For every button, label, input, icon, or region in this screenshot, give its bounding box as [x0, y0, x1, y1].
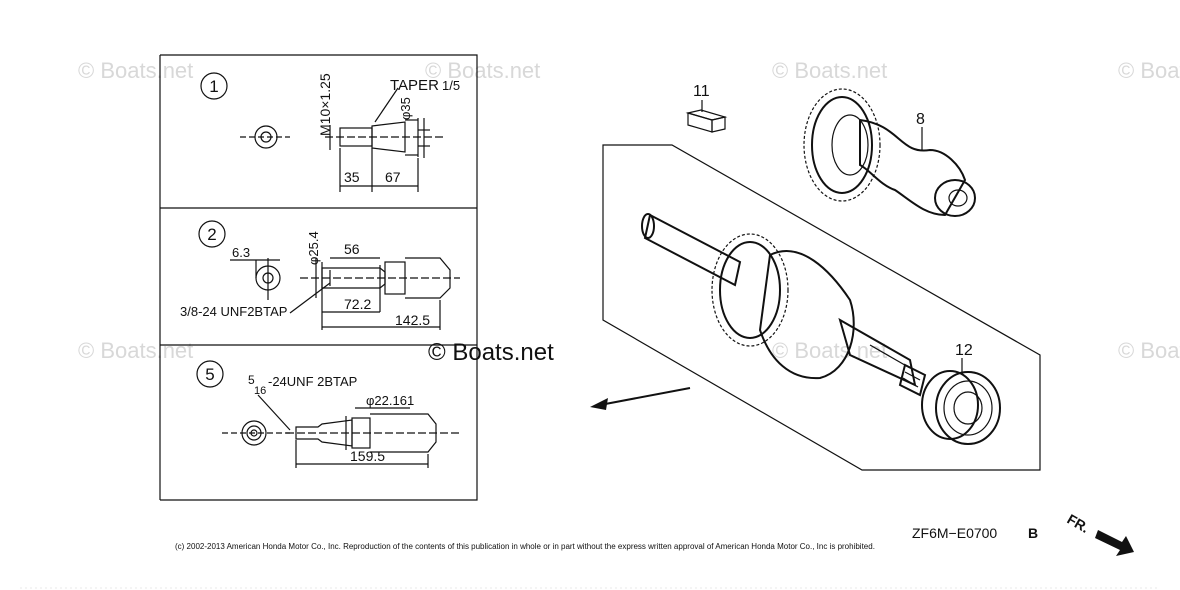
- panel-1: 1 M10×1.25 TAPER 1/5 φ35 35 67: [200, 72, 460, 192]
- dim-label: 72.2: [344, 296, 371, 312]
- crankshaft: [641, 213, 927, 397]
- thread-label: M10×1.25: [317, 73, 333, 136]
- watermark: © Boats.net: [78, 338, 193, 363]
- diameter-label: φ35: [398, 97, 413, 120]
- callout-number: 11: [693, 83, 710, 100]
- variant-panels: [159, 54, 478, 501]
- copyright-notice: (c) 2002-2013 American Honda Motor Co., …: [175, 542, 875, 551]
- fr-arrow-icon: [1095, 530, 1134, 556]
- panel-number-circle: [196, 360, 224, 388]
- dim-label: 6.3: [232, 245, 250, 260]
- dim-label: 56: [344, 241, 360, 257]
- dim-label: 159.5: [350, 448, 385, 464]
- panel-number: 1: [209, 77, 218, 96]
- diameter-label: φ22.161: [366, 393, 414, 408]
- tap-label: -24UNF 2BTAP: [268, 374, 357, 389]
- taper-label: TAPER: [390, 77, 439, 94]
- ball-bearing: 12: [921, 342, 1001, 445]
- fr-label: FR.: [1065, 511, 1093, 536]
- diagram-suffix: B: [1028, 525, 1038, 541]
- tap-fraction-bottom: 16: [254, 385, 266, 397]
- callout-number: 12: [955, 342, 973, 359]
- watermark: © Boats.net: [772, 338, 887, 363]
- dim-label: 67: [385, 169, 401, 185]
- dim-label: 142.5: [395, 312, 430, 328]
- watermark: © Boats.net: [1118, 58, 1180, 83]
- panel-number-circle: [198, 220, 226, 248]
- panel-2: 2 6.3 φ25.4 56 72.2 142.5 3/8-24 UNF2BTA…: [180, 220, 460, 330]
- crankshaft-gear: 8: [803, 88, 976, 217]
- watermark: © Boats.net: [1118, 338, 1180, 363]
- watermark: © Boats.net: [425, 58, 540, 83]
- assembly-frame: [602, 144, 1041, 471]
- tap-label: 3/8-24 UNF2BTAP: [180, 304, 287, 319]
- taper-ratio: 1/5: [442, 78, 460, 93]
- tap-fraction-top: 5: [248, 373, 255, 387]
- panel-number: 5: [205, 365, 214, 384]
- watermark: © Boats.net: [78, 58, 193, 83]
- dim-label: 35: [344, 169, 360, 185]
- diameter-label: φ25.4: [306, 231, 321, 265]
- panel-number-circle: [200, 72, 228, 100]
- woodruff-key: 11: [685, 83, 728, 133]
- center-watermark: © Boats.net: [428, 339, 554, 366]
- panel-number: 2: [207, 225, 216, 244]
- watermark: © Boats.net: [772, 58, 887, 83]
- panel-5: 5 5 16 -24UNF 2BTAP φ22.161 159.5: [196, 360, 460, 468]
- diagram-code: ZF6M−E0700: [912, 525, 997, 541]
- callout-number: 8: [916, 111, 925, 128]
- direction-arrow: [590, 387, 691, 410]
- front-direction-indicator: FR.: [1065, 511, 1134, 556]
